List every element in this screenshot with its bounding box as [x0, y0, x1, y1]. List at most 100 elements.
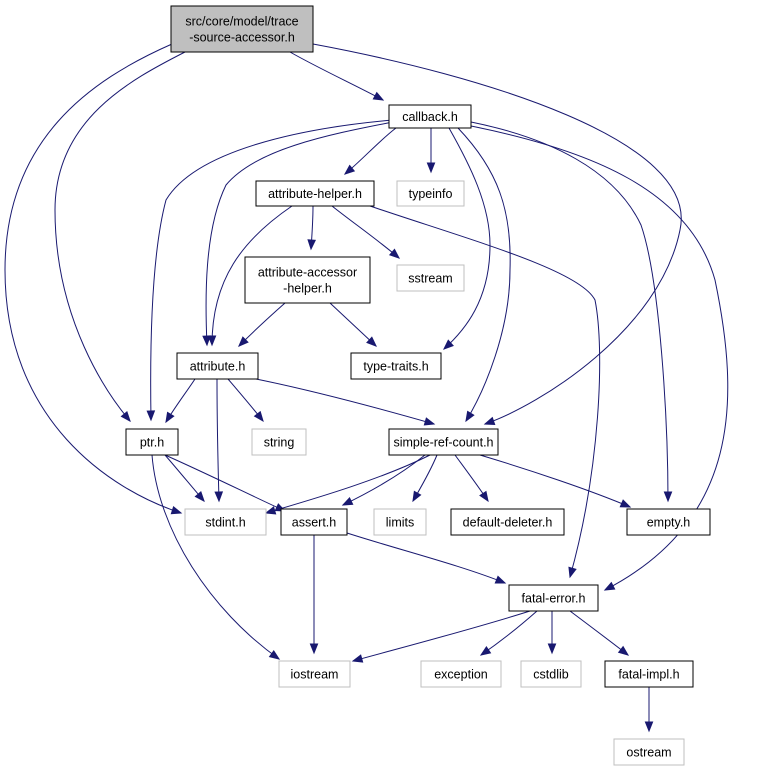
node-attribute[interactable]: attribute.h: [176, 352, 259, 380]
edge-attribute-helper-to-sstream: [331, 205, 401, 259]
edge-line: [164, 454, 286, 512]
arrowhead: [207, 335, 217, 347]
edge-line: [479, 454, 631, 508]
arrowhead: [366, 336, 377, 347]
arrowhead: [341, 496, 354, 506]
node-label: cstdlib: [533, 668, 568, 682]
node-typeinfo: typeinfo: [396, 180, 465, 207]
node-type-traits[interactable]: type-traits.h: [350, 352, 442, 380]
node-label: default-deleter.h: [463, 516, 553, 530]
arrowhead: [165, 411, 175, 424]
node-label: simple-ref-count.h: [393, 436, 493, 450]
edge-line: [470, 121, 669, 502]
node-exception: exception: [420, 660, 502, 688]
node-label: src/core/model/trace: [185, 15, 298, 29]
node-ostream: ostream: [613, 738, 685, 766]
node-box: [255, 180, 375, 207]
node-box: [280, 508, 348, 536]
node-assert[interactable]: assert.h: [280, 508, 348, 536]
node-stdint: stdint.h: [184, 508, 267, 536]
node-fatal-error[interactable]: fatal-error.h: [508, 584, 599, 612]
node-sstream: sstream: [396, 264, 465, 292]
node-label: limits: [386, 516, 414, 530]
edge-attribute-helper-to-attribute: [207, 205, 293, 347]
node-empty[interactable]: empty.h: [626, 508, 711, 536]
node-box: [244, 256, 371, 304]
arrowhead: [238, 336, 249, 347]
node-label: iostream: [291, 668, 339, 682]
node-attribute-accessor-helper[interactable]: attribute-accessor -helper.h: [244, 256, 371, 304]
edge-ptr-to-stdint: [164, 454, 205, 503]
edge-callback-to-empty: [470, 121, 673, 503]
node-label: exception: [434, 668, 488, 682]
node-label: attribute-helper.h: [268, 187, 362, 201]
edges-layer: [4, 43, 729, 733]
edge-line: [4, 43, 182, 514]
edge-line: [342, 454, 426, 506]
arrowhead: [343, 164, 356, 175]
arrowhead: [426, 162, 436, 174]
node-string: string: [251, 428, 307, 456]
edge-attribute-helper-to-attribute-accessor-helper: [307, 205, 317, 251]
arrowhead: [309, 643, 319, 655]
arrowhead: [146, 410, 156, 422]
node-label: assert.h: [292, 516, 337, 530]
node-box: [176, 352, 259, 380]
edge-line: [54, 51, 186, 422]
edge-attribute-to-string: [227, 378, 264, 423]
edge-line: [265, 454, 431, 514]
node-default-deleter[interactable]: default-deleter.h: [450, 508, 565, 536]
node-simple-ref-count[interactable]: simple-ref-count.h: [388, 428, 499, 456]
node-label: attribute-accessor: [258, 266, 357, 280]
edge-line: [216, 378, 220, 502]
edge-line: [312, 43, 682, 425]
edge-simple-ref-count-to-limits: [412, 454, 438, 503]
edge-line: [205, 121, 394, 346]
edge-assert-to-iostream: [309, 535, 319, 655]
node-fatal-impl[interactable]: fatal-impl.h: [604, 660, 694, 688]
arrowhead: [479, 646, 492, 656]
node-label: stdint.h: [205, 516, 245, 530]
node-box: [388, 428, 499, 456]
arrowhead: [268, 649, 281, 660]
arrowhead: [494, 575, 507, 584]
edge-simple-ref-count-to-empty: [479, 454, 632, 508]
edge-line: [457, 127, 511, 422]
node-box: [450, 508, 565, 536]
nodes-layer: src/core/model/trace-source-accessor.h ca…: [125, 5, 711, 766]
arrowhead: [372, 91, 385, 101]
node-label: fatal-error.h: [522, 592, 586, 606]
node-box: [604, 660, 694, 688]
edge-root-to-simple-ref-count: [312, 43, 682, 425]
node-box: [520, 660, 582, 688]
edge-line: [369, 205, 601, 578]
node-box: [125, 428, 179, 456]
node-iostream: iostream: [278, 660, 351, 688]
node-callback[interactable]: callback.h: [388, 104, 472, 129]
edge-fatal-error-to-exception: [479, 610, 538, 656]
node-box: [396, 264, 465, 292]
node-box: [388, 104, 472, 129]
node-box: [170, 5, 314, 53]
node-label: -helper.h: [283, 282, 332, 296]
edge-simple-ref-count-to-default-deleter: [454, 454, 489, 503]
edge-attribute-to-stdint: [214, 378, 224, 503]
node-box: [508, 584, 599, 612]
edge-attribute-helper-to-fatal-error: [369, 205, 601, 579]
edge-root-to-ptr: [54, 51, 186, 423]
node-root[interactable]: src/core/model/trace-source-accessor.h: [170, 5, 314, 53]
edge-line: [346, 532, 506, 584]
edge-callback-to-attribute: [202, 121, 394, 347]
edge-line: [255, 378, 435, 425]
arrowhead: [465, 410, 475, 423]
edge-line: [150, 119, 394, 421]
arrowhead: [170, 505, 183, 515]
edge-line: [331, 205, 400, 259]
arrowhead: [547, 643, 557, 655]
node-label: fatal-impl.h: [618, 668, 679, 682]
node-attribute-helper[interactable]: attribute-helper.h: [255, 180, 375, 207]
node-label: type-traits.h: [363, 360, 428, 374]
edge-callback-to-ptr: [146, 119, 394, 422]
node-limits: limits: [373, 508, 427, 536]
node-ptr[interactable]: ptr.h: [125, 428, 179, 456]
